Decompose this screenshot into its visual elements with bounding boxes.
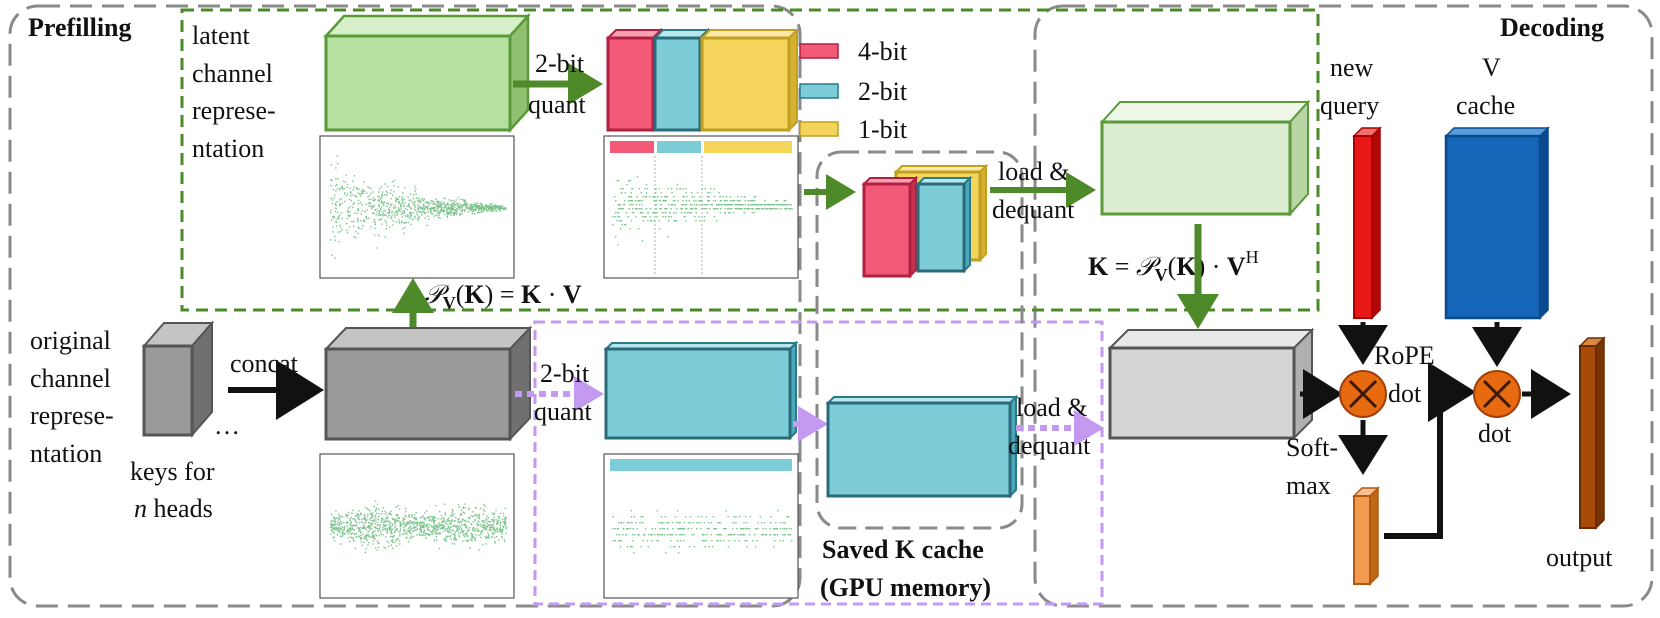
new-query-label-1: new [1330, 53, 1374, 82]
original-rep-label-3: represe- [30, 401, 114, 430]
quant-bottom-label-1: 2-bit [540, 359, 590, 388]
keys-for-label: keys for [130, 457, 215, 486]
quantized-keys-box [603, 340, 799, 441]
dot-label: dot [1478, 419, 1512, 448]
quantized-latent-plot [603, 135, 799, 279]
reconstructed-latent-box [1099, 99, 1311, 217]
output-bar [1578, 336, 1606, 530]
saved-cache-label-1: Saved K cache [822, 535, 984, 564]
saved-latent-blocks [861, 163, 989, 279]
v-cache-label-2: cache [1456, 91, 1515, 120]
quantized-path-region [533, 320, 1104, 606]
ellipsis: … [214, 411, 240, 440]
latent-rep-label-1: latent [192, 21, 251, 50]
v-cache-label-1: V [1482, 53, 1501, 82]
quant-top-label-1: 2-bit [535, 49, 585, 78]
softmax-bar [1352, 486, 1380, 586]
new-query-bar [1352, 126, 1382, 320]
av-dot-operator [1473, 370, 1521, 418]
mixed-precision-blocks [605, 27, 800, 133]
latent-rep-label-3: represe- [192, 96, 276, 125]
load-dequant-top-2: dequant [992, 195, 1075, 224]
load-dequant-bottom-2: dequant [1008, 431, 1091, 460]
latent-rep-label-4: ntation [192, 134, 264, 163]
softmax-label-1: Soft- [1286, 433, 1338, 462]
latent-distribution-plot [319, 135, 515, 279]
latent-rep-label-2: channel [192, 59, 273, 88]
latent-path-region [180, 8, 1320, 312]
decoding-region [1033, 4, 1654, 608]
load-dequant-top-1: load & [998, 157, 1070, 186]
saved-cache-region [815, 150, 1024, 530]
v-cache-box [1444, 126, 1550, 320]
rope-dot-label-1: RoPE [1374, 341, 1435, 370]
rope-dot-label-2: dot [1388, 379, 1422, 408]
legend-2bit-label: 2-bit [858, 77, 908, 106]
quantized-original-plot [603, 453, 799, 599]
legend-2bit-swatch [799, 83, 839, 99]
latent-key-box [323, 12, 531, 134]
reconstructed-key-box [1107, 327, 1315, 441]
new-query-label-2: query [1320, 91, 1379, 120]
prefilling-region [8, 4, 802, 608]
qk-dot-operator [1339, 370, 1387, 418]
projection-formula: 𝒫V(K) = K · V [424, 280, 582, 313]
decoding-title: Decoding [1500, 13, 1604, 42]
softmax-label-2: max [1286, 471, 1331, 500]
legend-1bit-swatch [799, 121, 839, 137]
legend-1bit-label: 1-bit [858, 115, 908, 144]
legend-4bit-label: 4-bit [858, 37, 908, 66]
legend-4bit-swatch [799, 43, 839, 59]
quant-bottom-label-2: quant [534, 397, 593, 426]
prefilling-title: Prefilling [28, 13, 132, 42]
original-rep-label-1: original [30, 326, 111, 355]
load-dequant-bottom-1: load & [1016, 393, 1088, 422]
output-label: output [1546, 543, 1613, 572]
original-rep-label-2: channel [30, 364, 111, 393]
original-rep-label-4: ntation [30, 439, 102, 468]
key-head-box [141, 320, 215, 438]
reconstruction-formula: K = 𝒫V(K) · VH [1088, 247, 1259, 285]
original-distribution-plot [319, 453, 515, 599]
concatenated-keys-box [323, 325, 533, 442]
quant-top-label-2: quant [528, 90, 587, 119]
saved-cache-label-2: (GPU memory) [820, 573, 991, 602]
softmax-to-dot-arrow [1384, 362, 1476, 539]
n-heads-label: n heads [134, 494, 213, 523]
saved-quantized-block [825, 394, 1019, 499]
concat-label: concat [230, 349, 299, 378]
